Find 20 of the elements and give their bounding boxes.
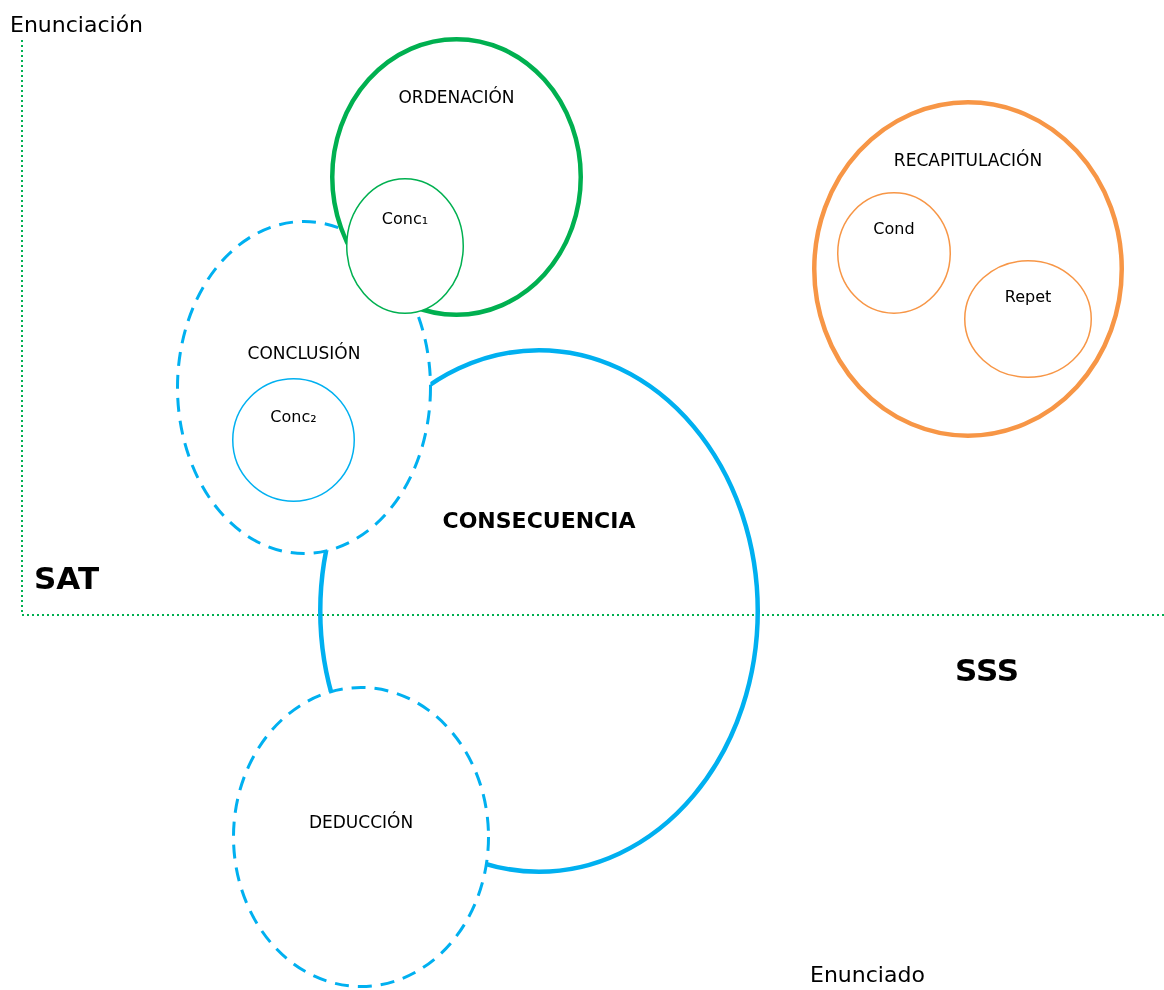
axis-label: Enunciación [10,12,144,37]
node-label: RECAPITULACIÓN [893,150,1043,170]
ellipse [837,192,951,314]
node-label: ORDENACIÓN [398,87,515,107]
ellipse [964,260,1092,378]
region-label: SSS [955,652,1020,688]
axis-label: Enunciado [810,962,925,987]
dashed-ellipse [232,686,490,988]
node-label: DEDUCCIÓN [308,812,414,832]
ellipse [812,100,1124,438]
node-label: CONCLUSIÓN [247,343,361,363]
node-label: Repet [1004,287,1052,306]
node-label: CONSECUENCIA [442,508,636,533]
region-label: SAT [34,560,100,596]
ellipse [330,37,583,317]
node-label: Conc₁ [381,209,429,228]
node-label: Conc₂ [270,407,317,426]
node-label: Cond [873,219,915,238]
ellipse [232,378,355,502]
ellipse [346,178,464,314]
